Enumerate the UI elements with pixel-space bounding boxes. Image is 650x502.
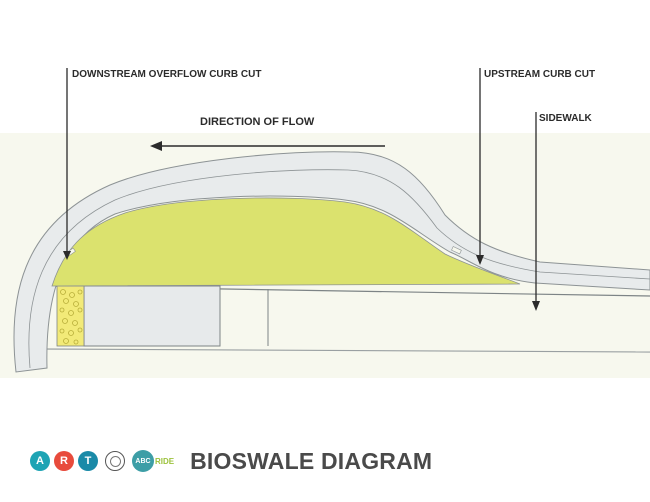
footer: A R T ABC RIDE BIOSWALE DIAGRAM (30, 443, 432, 479)
logo-letter-t: T (78, 451, 98, 471)
curb-band (13, 151, 650, 373)
upstream-curb-cut-notch (451, 246, 462, 255)
curb-inner-line (28, 169, 650, 369)
logo-letter-a: A (30, 451, 50, 471)
flow-arrowhead (150, 141, 162, 151)
ride-logo-text: RIDE (155, 456, 175, 466)
city-seal-icon (105, 451, 125, 471)
sidewalk-callout-arrowhead (532, 301, 540, 311)
downstream-callout-arrowhead (63, 251, 71, 260)
direction-of-flow-label: DIRECTION OF FLOW (200, 116, 315, 128)
gravel-pattern (59, 289, 83, 345)
abc-logo-circle: ABC (132, 450, 154, 472)
road-bottom-line (39, 348, 650, 353)
gravel-column (56, 285, 85, 347)
abc-ride-logo: ABC RIDE (132, 450, 174, 472)
planting-area (51, 197, 521, 287)
sidewalk-label: SIDEWALK (539, 113, 593, 124)
upstream-curb-cut-label: UPSTREAM CURB CUT (484, 69, 595, 80)
storage-chamber (83, 285, 221, 347)
upstream-callout-arrowhead (476, 255, 484, 265)
downstream-overflow-curb-cut-label: DOWNSTREAM OVERFLOW CURB CUT (72, 69, 261, 80)
logo-letter-r: R (54, 451, 74, 471)
page-title: BIOSWALE DIAGRAM (190, 447, 433, 474)
